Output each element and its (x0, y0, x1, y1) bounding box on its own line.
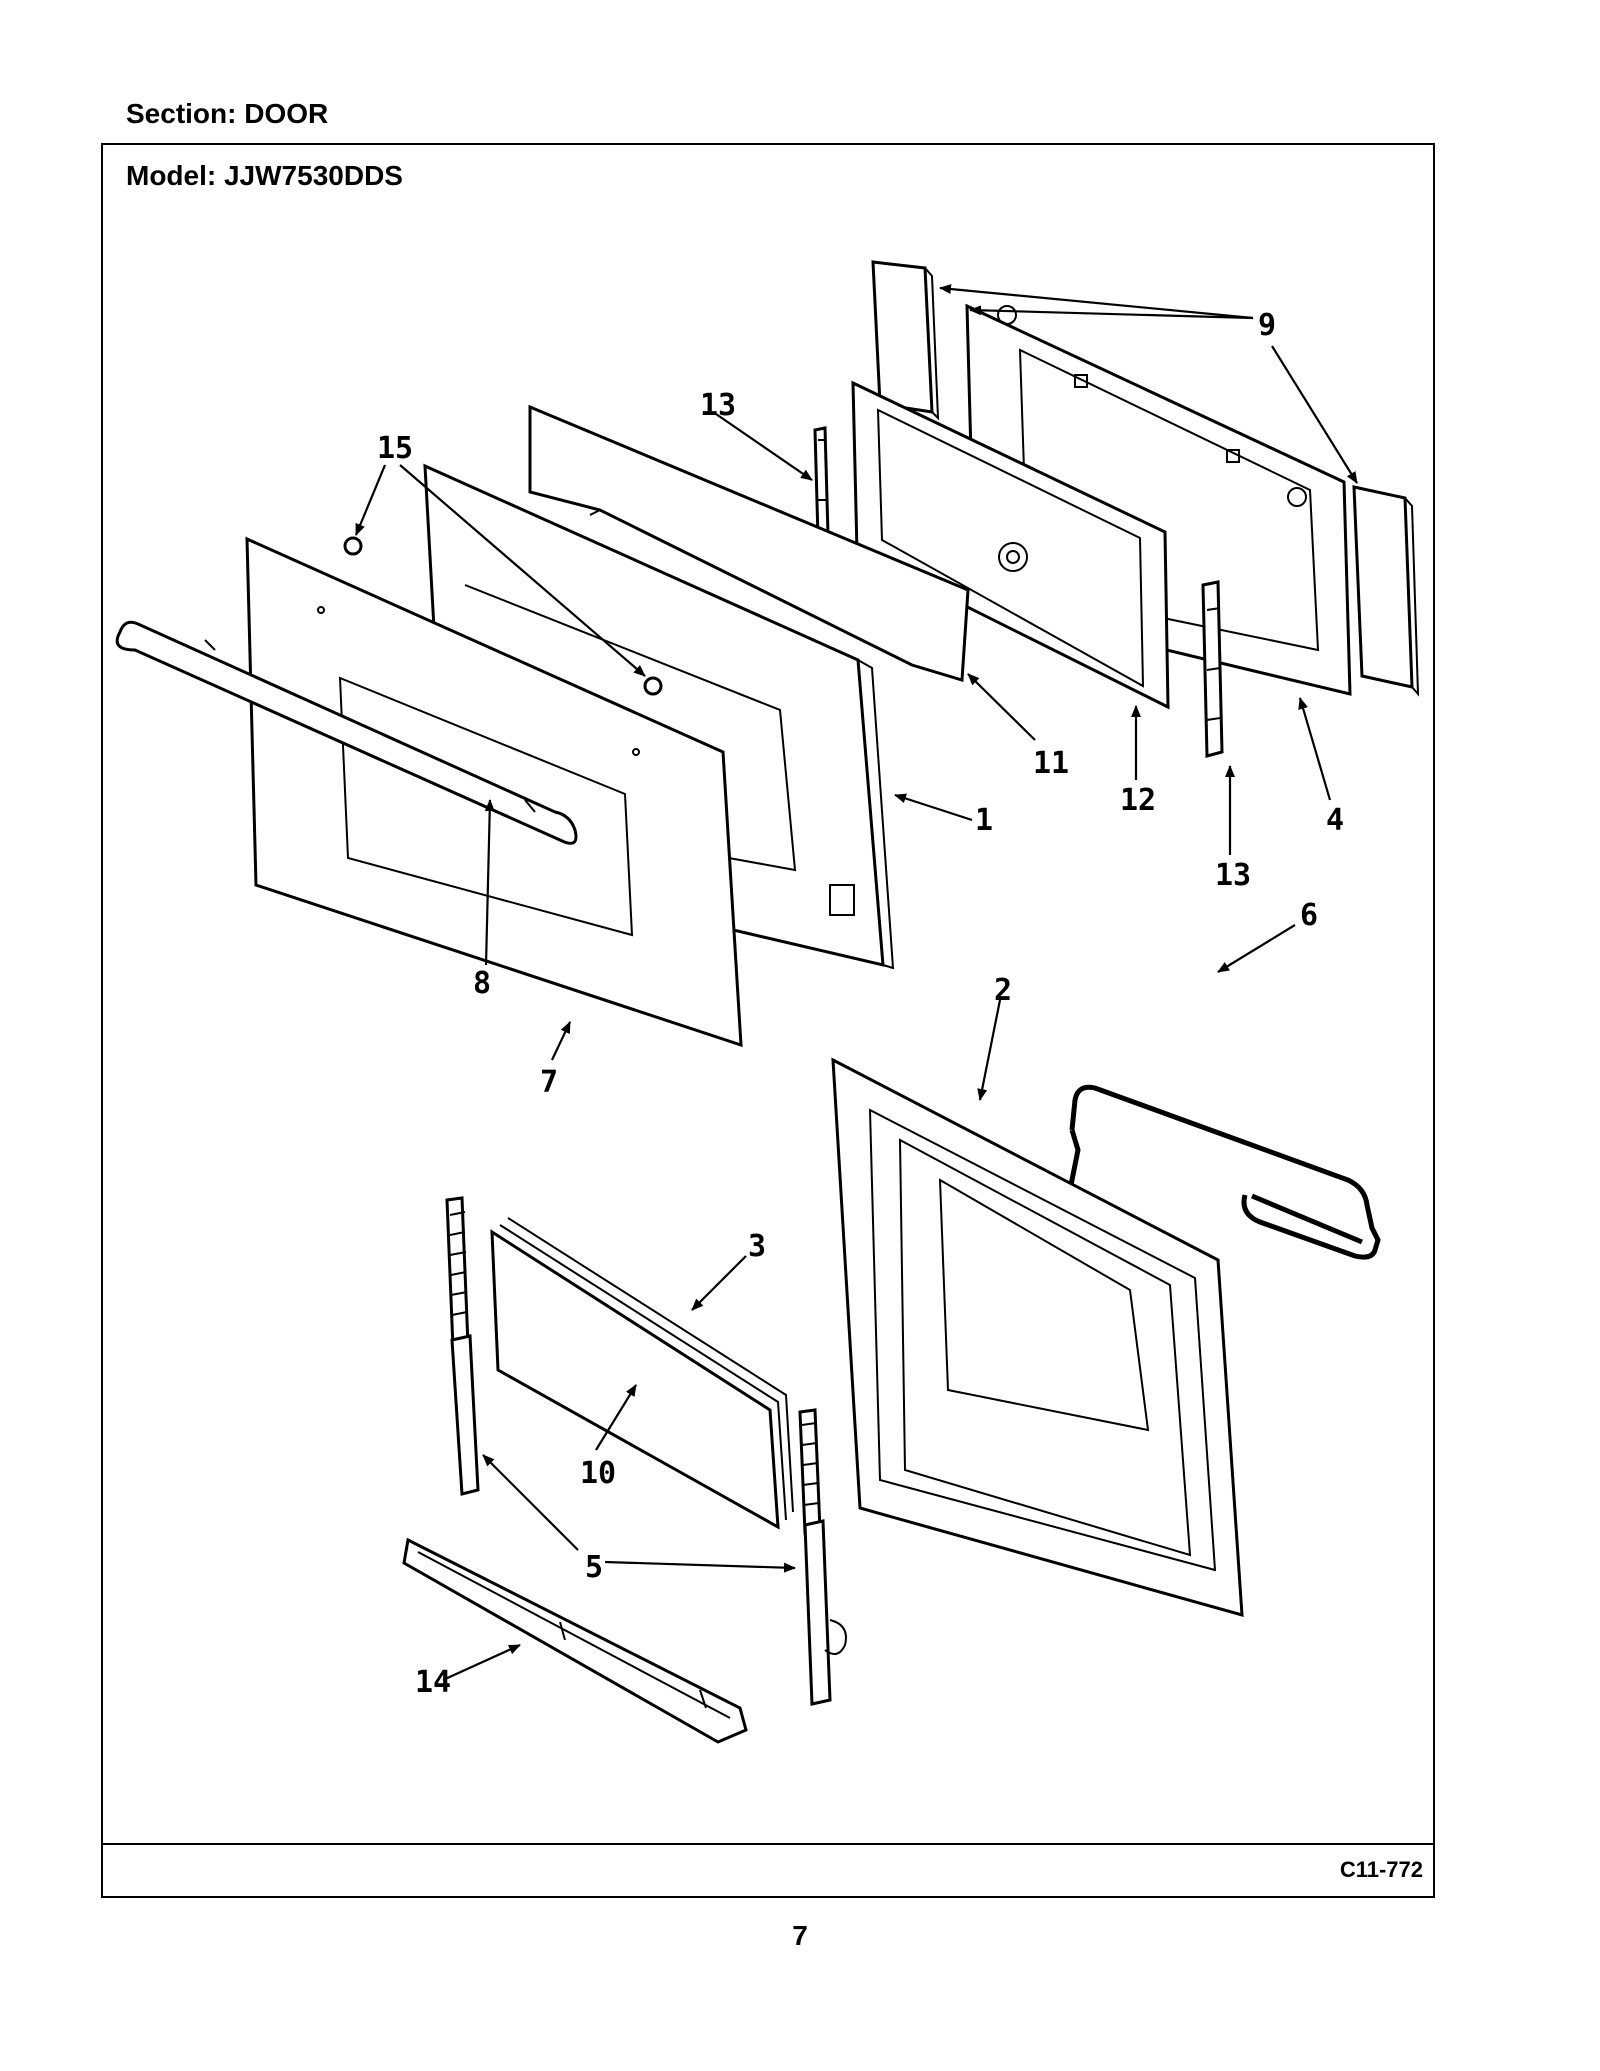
callout-7: 7 (540, 1065, 558, 1100)
callout-11: 11 (1033, 746, 1069, 781)
callout-6: 6 (1300, 898, 1318, 933)
callout-12: 12 (1120, 783, 1156, 818)
diagram-frame (101, 143, 1435, 1898)
callout-1: 1 (975, 803, 993, 838)
glass-bracket-lower (1201, 580, 1224, 758)
callout-15: 15 (377, 431, 413, 466)
hinge-left (445, 1196, 480, 1496)
section-title: Section: DOOR (126, 98, 329, 129)
callout-5: 5 (585, 1550, 603, 1585)
callout-14: 14 (415, 1665, 451, 1700)
insulation-sheet (528, 404, 970, 682)
insulation-strip-right (1352, 485, 1420, 697)
inner-glass-panel (851, 380, 1170, 710)
door-vent-trim (402, 1537, 748, 1744)
footer-divider (101, 1843, 1435, 1845)
callout-10: 10 (580, 1456, 616, 1491)
model-title: Model: JJW7530DDS (126, 160, 403, 191)
insulation-strip-left (871, 260, 940, 421)
callout-9: 9 (1258, 308, 1276, 343)
callout-2: 2 (994, 973, 1012, 1008)
window-pack (490, 1217, 794, 1530)
callout-13-upper: 13 (700, 388, 736, 423)
door-handle (115, 620, 578, 845)
callout-4: 4 (1326, 803, 1344, 838)
page-number: 7 (792, 1920, 808, 1951)
glass-bracket-upper (813, 426, 830, 540)
door-bumper-left (343, 536, 363, 556)
inner-door-frame (831, 1057, 1244, 1618)
callout-8: 8 (473, 966, 491, 1001)
callout-3: 3 (748, 1229, 766, 1264)
leader-lines (354, 284, 1358, 1682)
hinge-right (798, 1408, 847, 1706)
callout-13-lower: 13 (1215, 858, 1251, 893)
document-code: C11-772 (1339, 1857, 1423, 1882)
door-bumper-right (643, 676, 663, 696)
